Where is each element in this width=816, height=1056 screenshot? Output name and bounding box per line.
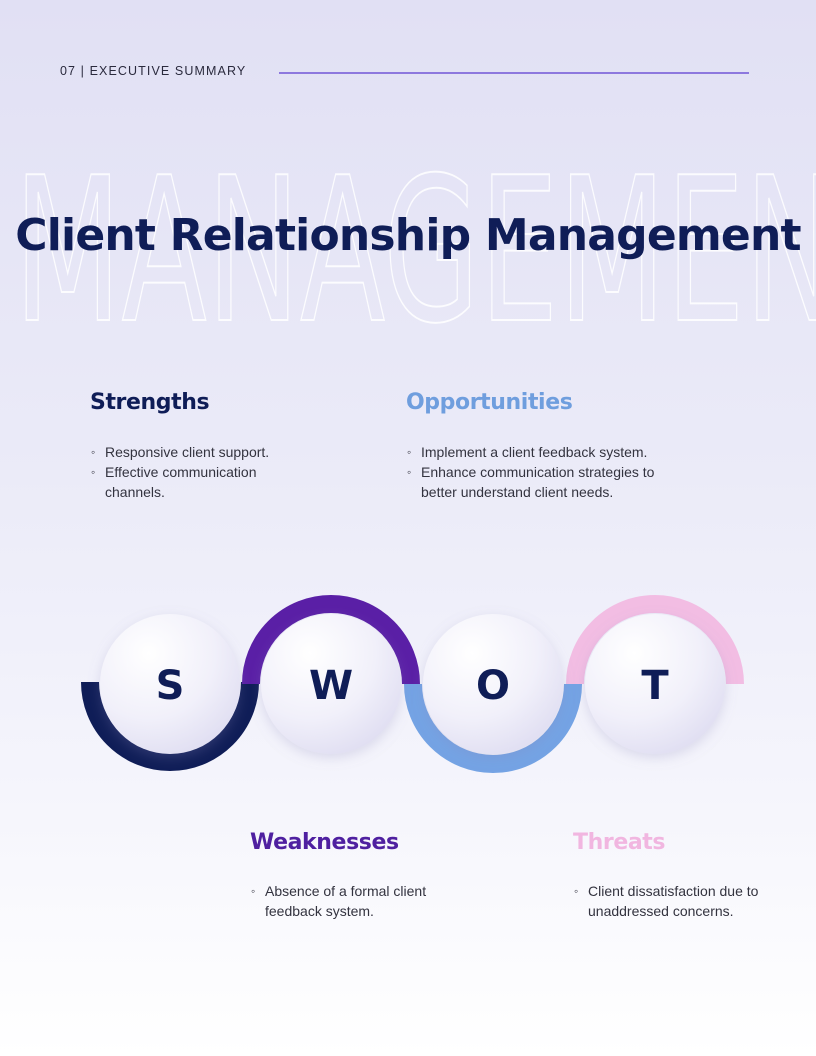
list-item: Client dissatisfaction due to unaddresse… bbox=[574, 881, 774, 921]
opportunities-circle: O bbox=[423, 614, 563, 754]
opportunities-arc bbox=[404, 683, 582, 773]
weaknesses-letter: W bbox=[309, 663, 353, 709]
list-item: Effective communication channels. bbox=[91, 462, 311, 502]
strengths-letter: S bbox=[156, 663, 185, 709]
weaknesses-circle: W bbox=[261, 614, 401, 754]
opportunities-letter: O bbox=[476, 663, 510, 709]
list-item: Implement a client feedback system. bbox=[407, 442, 667, 462]
opportunities-list: Implement a client feedback system. Enha… bbox=[407, 442, 667, 502]
page-header-label: 07 | EXECUTIVE SUMMARY bbox=[60, 64, 247, 78]
opportunities-heading: Opportunities bbox=[406, 390, 573, 415]
strengths-arc bbox=[81, 681, 259, 771]
threats-list: Client dissatisfaction due to unaddresse… bbox=[574, 881, 774, 921]
background-watermark: MANAGEMENT bbox=[0, 148, 816, 338]
swot-diagram: S W O T bbox=[60, 570, 760, 800]
header-divider bbox=[279, 72, 749, 74]
threats-circle: T bbox=[585, 614, 725, 754]
watermark-text: MANAGEMENT bbox=[14, 148, 816, 338]
weaknesses-arc bbox=[242, 595, 420, 685]
threats-heading: Threats bbox=[573, 830, 666, 855]
weaknesses-heading: Weaknesses bbox=[250, 830, 399, 855]
list-item: Enhance communication strategies to bett… bbox=[407, 462, 667, 502]
list-item: Responsive client support. bbox=[91, 442, 311, 462]
threats-letter: T bbox=[641, 663, 669, 709]
threats-arc bbox=[566, 595, 744, 685]
weaknesses-list: Absence of a formal client feedback syst… bbox=[251, 881, 451, 921]
list-item: Absence of a formal client feedback syst… bbox=[251, 881, 451, 921]
page-title: Client Relationship Management bbox=[15, 210, 801, 261]
strengths-heading: Strengths bbox=[90, 390, 210, 415]
strengths-list: Responsive client support. Effective com… bbox=[91, 442, 311, 502]
strengths-circle: S bbox=[100, 614, 240, 754]
